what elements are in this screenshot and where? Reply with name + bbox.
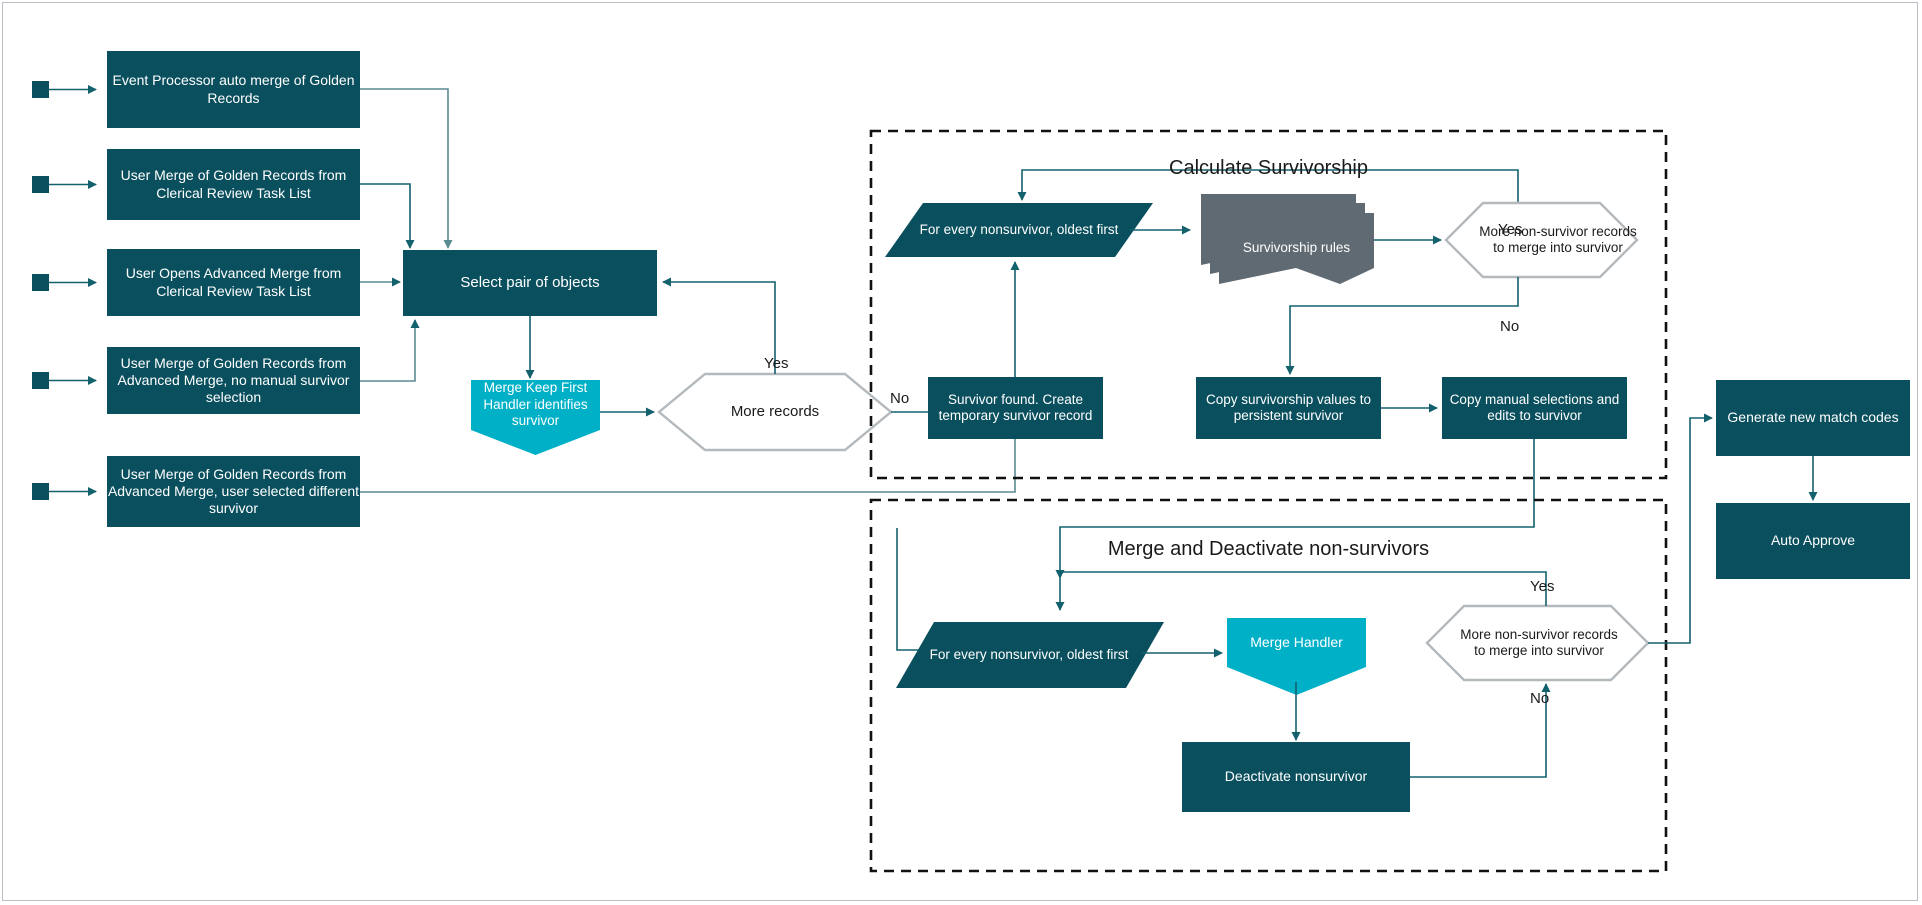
edge-label-merge-yes: Yes (1530, 578, 1555, 595)
start-marker-5 (32, 483, 49, 500)
group-calculate-survivorship (869, 129, 1668, 480)
node-more-records[interactable] (657, 372, 893, 452)
node-copy-survivorship-values[interactable] (1196, 377, 1381, 439)
edge-decision-a-no (1285, 277, 1519, 375)
node-more-nonsurvivor-b[interactable] (1425, 604, 1650, 682)
node-entry1[interactable] (107, 51, 360, 128)
edge-label-more-records-yes: Yes (764, 355, 789, 372)
node-more-nonsurvivor-a[interactable] (1444, 201, 1639, 279)
edge-morerecords-yes (662, 277, 776, 374)
edge-copy2-mergegroup (1055, 439, 1535, 579)
start-marker-3 (32, 274, 49, 291)
node-copy-manual-selections[interactable] (1442, 377, 1627, 439)
node-for-every-nonsurvivor-b[interactable] (896, 622, 1164, 688)
node-merge-handler[interactable] (1227, 618, 1366, 695)
node-merge-keep-first[interactable] (471, 380, 600, 455)
group-merge-deactivate (869, 498, 1668, 873)
start-marker-1 (32, 81, 49, 98)
edge-entry4-select (360, 319, 420, 382)
node-survivor-found[interactable] (928, 377, 1103, 439)
edge-label-survivorship-no: No (1500, 318, 1520, 335)
edge-deactivate-decision-b (1410, 683, 1551, 778)
node-for-every-nonsurvivor-a[interactable] (885, 203, 1153, 257)
node-entry5[interactable] (107, 456, 360, 527)
edge-decision-b-generate (1648, 413, 1713, 644)
group-calculate-survivorship-title: Calculate Survivorship (1169, 157, 1368, 179)
node-deactivate-nonsurvivor[interactable] (1182, 742, 1410, 812)
edge-entry2-select (360, 183, 415, 249)
edge-decision-b-yes (1060, 571, 1547, 606)
start-marker-2 (32, 176, 49, 193)
node-entry3[interactable] (107, 249, 360, 316)
edge-entry1-select (360, 88, 453, 249)
node-select-pair[interactable] (403, 250, 657, 316)
node-generate-match-codes[interactable] (1716, 380, 1910, 456)
start-marker-4 (32, 372, 49, 389)
node-entry2[interactable] (107, 149, 360, 220)
group-merge-deactivate-title: Merge and Deactivate non-survivors (1107, 538, 1430, 560)
edge-survivorship-yes-loop (1017, 169, 1519, 208)
edge-label-merge-no: No (1530, 690, 1550, 707)
edge-label-more-records-no: No (890, 390, 910, 407)
node-auto-approve[interactable] (1716, 503, 1910, 579)
edge-label-survivorship-yes: Yes (1498, 221, 1523, 238)
node-survivorship-rules[interactable] (1201, 194, 1374, 284)
node-entry4[interactable] (107, 347, 360, 414)
